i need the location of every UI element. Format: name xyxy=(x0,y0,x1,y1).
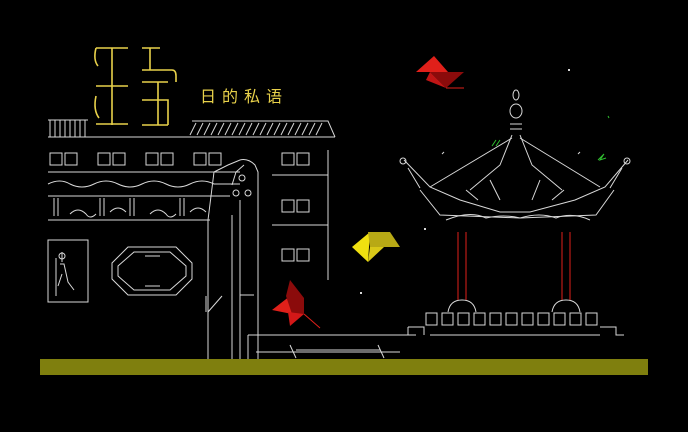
spark-icon xyxy=(491,115,610,161)
ground-strip xyxy=(40,359,648,375)
subtitle-text: 日的私语 xyxy=(200,87,288,106)
title-glyph-icon xyxy=(94,47,177,126)
yellow-paper-crane-icon xyxy=(352,232,400,262)
red-paper-crane-icon xyxy=(272,280,321,329)
star-icon xyxy=(360,69,570,294)
red-paper-crane-icon xyxy=(416,56,464,89)
building-icon xyxy=(47,119,410,360)
pavilion-icon xyxy=(399,89,631,336)
